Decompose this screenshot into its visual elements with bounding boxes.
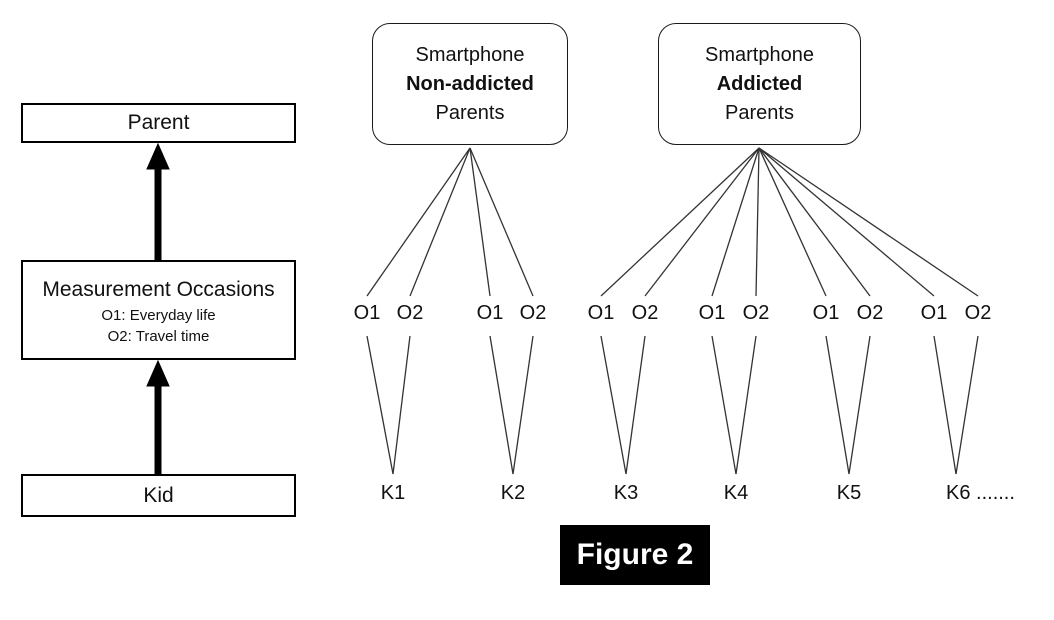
kid-label: K4 bbox=[723, 482, 749, 504]
kid-box-label: Kid bbox=[143, 483, 174, 507]
figure-caption-label: Figure 2 bbox=[576, 538, 694, 571]
occasion-label: O1 bbox=[476, 302, 504, 324]
measurement-title: Measurement Occasions bbox=[42, 278, 275, 301]
group-box-addicted: Smartphone Addicted Parents bbox=[658, 23, 861, 145]
group-addicted-line1: Smartphone bbox=[705, 43, 814, 66]
kid-label: K6 ....... bbox=[946, 482, 1015, 504]
group-nonaddicted-line1: Smartphone bbox=[415, 43, 525, 66]
parent-box-label: Parent bbox=[127, 111, 190, 134]
occasion-to-kid-lines bbox=[366, 335, 979, 475]
group-nonaddicted-line2: Non-addicted bbox=[406, 72, 534, 95]
kid-label: K2 bbox=[500, 482, 526, 504]
occasion-label: O2 bbox=[964, 302, 992, 324]
up-arrow-kid-to-measurement bbox=[146, 359, 170, 474]
occasion-label: O2 bbox=[742, 302, 770, 324]
occasion-label: O1 bbox=[812, 302, 840, 324]
measurement-occasion1: O1: Everyday life bbox=[101, 307, 216, 324]
group-nonaddicted-line3: Parents bbox=[435, 101, 505, 124]
occasion-label: O2 bbox=[631, 302, 659, 324]
kid-label: K1 bbox=[380, 482, 406, 504]
fan-addicted bbox=[600, 147, 979, 297]
occasion-label: O1 bbox=[587, 302, 615, 324]
figure-caption: Figure 2 bbox=[560, 525, 710, 585]
group-box-nonaddicted: Smartphone Non-addicted Parents bbox=[372, 23, 568, 145]
occasion-label: O2 bbox=[396, 302, 424, 324]
kid-label: K3 bbox=[613, 482, 639, 504]
occasion-label: O1 bbox=[353, 302, 381, 324]
kid-box: Kid bbox=[21, 474, 296, 517]
kid-label: K5 bbox=[836, 482, 862, 504]
group-addicted-line3: Parents bbox=[725, 101, 794, 124]
measurement-occasion2: O2: Travel time bbox=[107, 328, 210, 345]
occasion-label: O1 bbox=[698, 302, 726, 324]
measurement-occasions-box: Measurement Occasions O1: Everyday life … bbox=[21, 260, 296, 360]
fan-nonaddicted bbox=[366, 147, 534, 297]
up-arrow-measurement-to-parent bbox=[146, 142, 170, 260]
occasion-label: O1 bbox=[920, 302, 948, 324]
occasion-label: O2 bbox=[856, 302, 884, 324]
parent-box: Parent bbox=[21, 103, 296, 143]
group-addicted-line2: Addicted bbox=[716, 72, 803, 95]
occasion-label: O2 bbox=[519, 302, 547, 324]
